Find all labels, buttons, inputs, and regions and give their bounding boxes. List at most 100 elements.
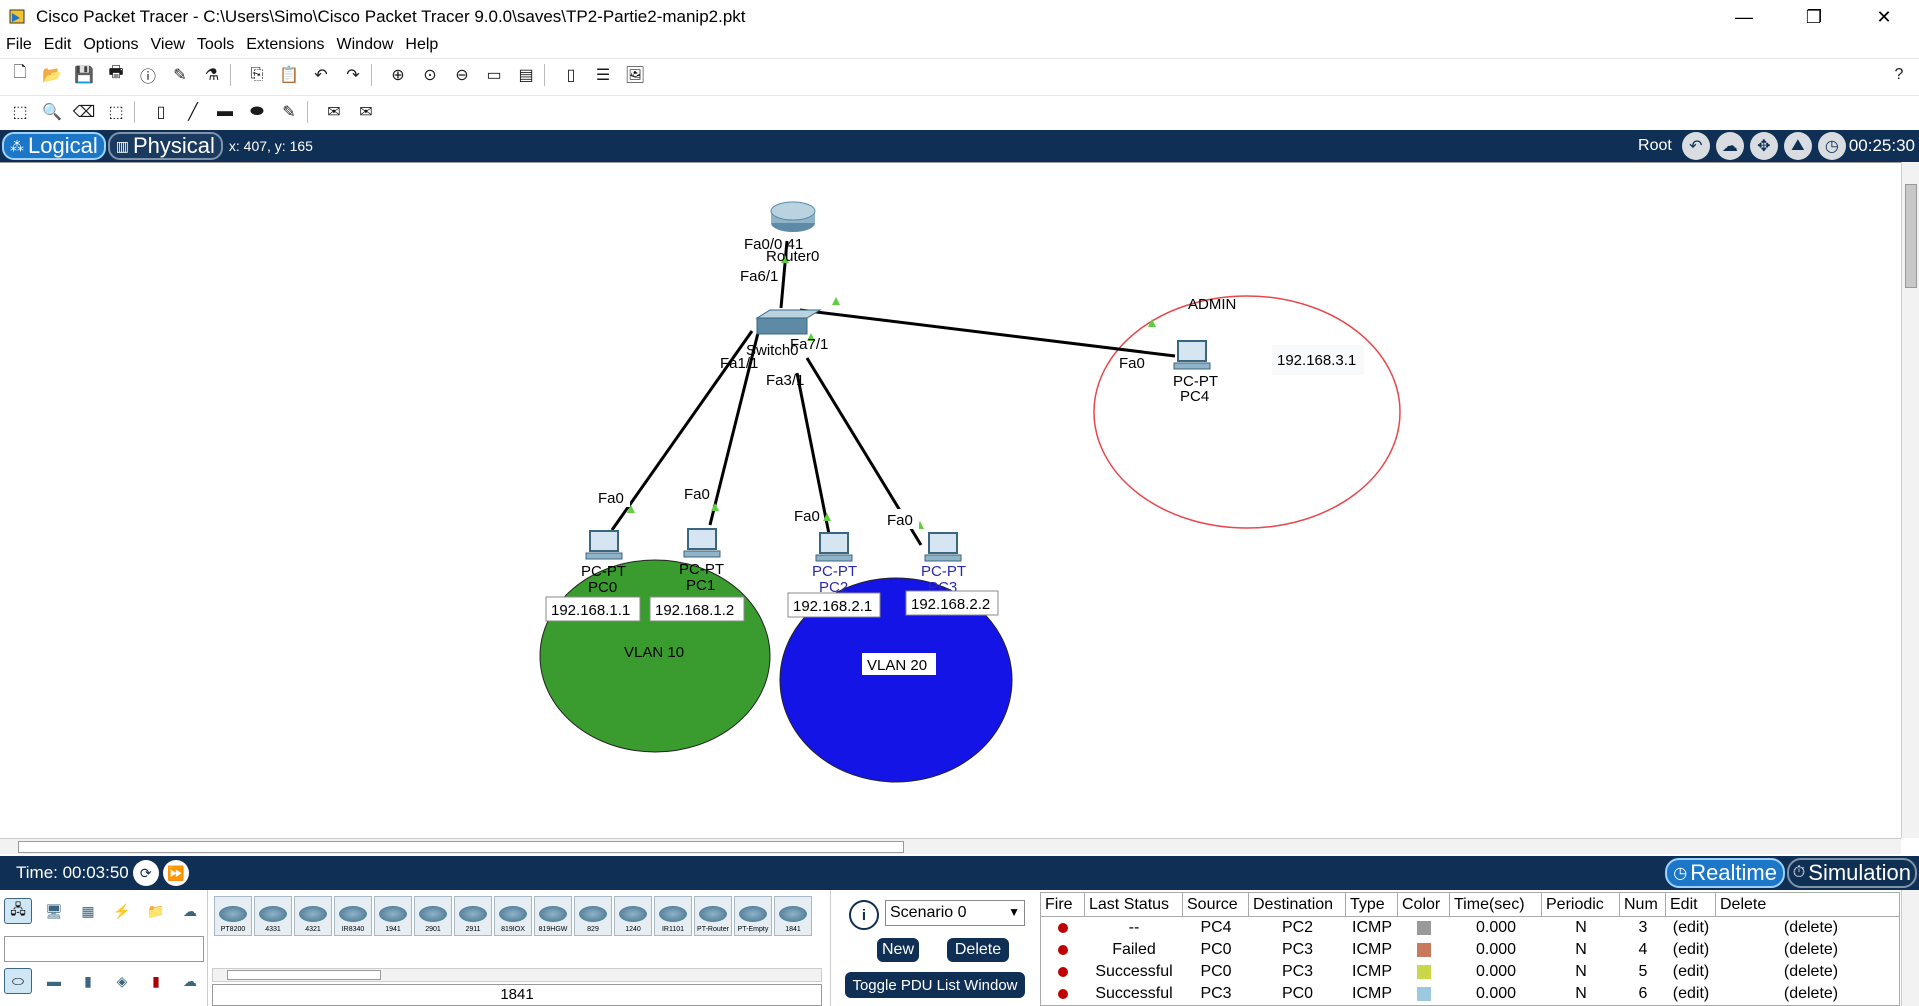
topology-canvas[interactable]: Fa0/0 41 Router0 Fa6/1 Switch0 Fa7/1 Fa1…	[0, 163, 1900, 839]
pc3-device[interactable]: Fa0 PC-PT PC3 192.168.2.2	[883, 509, 999, 616]
device-model-ir8340[interactable]: IR8340	[334, 896, 372, 936]
fire-icon[interactable]	[1041, 961, 1085, 983]
col-periodic[interactable]: Periodic	[1542, 893, 1620, 916]
toggle-pdu-list-button[interactable]: Toggle PDU List Window	[845, 972, 1025, 998]
menu-help[interactable]: Help	[405, 36, 439, 53]
freeform-icon[interactable]: ✎	[282, 103, 296, 121]
device-model-2911[interactable]: 2911	[454, 896, 492, 936]
col-time[interactable]: Time(sec)	[1450, 893, 1542, 916]
multiuser-icon[interactable]: ☁	[183, 902, 197, 919]
link-router-switch[interactable]	[779, 240, 789, 309]
workspace-horizontal-scrollbar[interactable]	[0, 838, 1901, 854]
col-type[interactable]: Type	[1346, 893, 1398, 916]
new-cluster-icon[interactable]: ☁	[1715, 132, 1744, 160]
row-delete-link[interactable]: (delete)	[1783, 919, 1839, 936]
routers-icon[interactable]: ⬭	[4, 968, 32, 994]
fast-forward-time-icon[interactable]: ⏩	[162, 860, 189, 886]
fire-icon[interactable]	[1041, 939, 1085, 961]
undo-icon[interactable]: ↶	[314, 66, 328, 84]
row-delete-link[interactable]: (delete)	[1783, 985, 1839, 1002]
draw-rectangle-icon[interactable]: ▬	[217, 102, 233, 120]
new-scenario-button[interactable]: New	[877, 938, 919, 962]
miscellaneous-icon[interactable]: 📁	[147, 902, 165, 919]
connections-icon[interactable]: ⚡	[113, 902, 131, 919]
physical-tab[interactable]: ▥ Physical	[107, 132, 223, 160]
network-devices-icon[interactable]: 🖧	[4, 898, 32, 924]
device-model-pt8200[interactable]: PT8200	[214, 896, 252, 936]
viewport-clock-icon[interactable]: ◷	[1817, 132, 1846, 160]
back-icon[interactable]: ↶	[1681, 132, 1710, 160]
device-model-1240[interactable]: 1240	[614, 896, 652, 936]
row-edit-link[interactable]: (edit)	[1672, 985, 1710, 1002]
activity-wizard-icon[interactable]: ✎	[173, 66, 187, 84]
close-button[interactable]: ✕	[1876, 6, 1892, 27]
simulation-mode-button[interactable]: ⏱ Simulation	[1786, 858, 1917, 888]
col-source[interactable]: Source	[1183, 893, 1249, 916]
paste-icon[interactable]: 📋	[279, 66, 299, 84]
device-list-scroll-thumb[interactable]	[227, 970, 381, 980]
scenario-select[interactable]: Scenario 0 ▼	[885, 900, 1025, 926]
logical-tab[interactable]: ⁂ Logical	[2, 132, 106, 160]
fire-icon[interactable]	[1041, 917, 1085, 939]
pc2-device[interactable]: Fa0 PC-PT PC2 192.168.2.1	[787, 508, 881, 618]
menu-window[interactable]: Window	[336, 36, 394, 53]
horizontal-scroll-thumb[interactable]	[18, 841, 904, 853]
col-destination[interactable]: Destination	[1249, 893, 1346, 916]
link-switch-pc4[interactable]	[799, 308, 1176, 358]
help-icon[interactable]: ?	[1894, 65, 1904, 83]
print-icon[interactable]: 🖶	[108, 64, 124, 81]
fire-icon[interactable]	[1041, 983, 1085, 1005]
new-file-icon[interactable]: 🗋	[13, 64, 27, 81]
menu-edit[interactable]: Edit	[43, 36, 72, 53]
redo-icon[interactable]: ↷	[346, 66, 360, 84]
screenshot-icon[interactable]: 🖼	[624, 66, 646, 84]
device-model-829[interactable]: 829	[574, 896, 612, 936]
row-edit-link[interactable]: (edit)	[1672, 963, 1710, 980]
device-list-scrollbar[interactable]	[212, 968, 822, 982]
info-icon[interactable]: ⓘ	[139, 68, 156, 86]
wan-emulation-icon[interactable]: ☁	[183, 972, 197, 989]
device-model-pt-router[interactable]: PT-Router	[694, 896, 732, 936]
workspace-vertical-scrollbar[interactable]	[1901, 162, 1919, 838]
device-model-819hgw[interactable]: 819HGW	[534, 896, 572, 936]
pc1-device[interactable]: Fa0 PC-PT PC1 192.168.1.2	[649, 486, 745, 622]
device-model-1841[interactable]: 1841	[774, 896, 812, 936]
link-switch-pc2[interactable]	[795, 372, 832, 540]
device-model-pt-empty[interactable]: PT-Empty	[734, 896, 772, 936]
device-model-4321[interactable]: 4321	[294, 896, 332, 936]
inspect-icon[interactable]: 🔍	[42, 103, 62, 121]
pc4-device[interactable]: Fa0 PC-PT PC4 192.168.3.1	[1119, 340, 1364, 405]
vertical-scroll-thumb[interactable]	[1905, 184, 1917, 288]
components-icon[interactable]: ▦	[81, 902, 95, 919]
pdu-row[interactable]: -- PC4 PC2 ICMP 0.000 N 3 (edit) (delete…	[1041, 917, 1899, 939]
draw-line-icon[interactable]: ╱	[188, 103, 198, 121]
menu-options[interactable]: Options	[83, 36, 139, 53]
resize-shape-icon[interactable]: ⬚	[108, 103, 124, 121]
device-model-819iox[interactable]: 819IOX	[494, 896, 532, 936]
switches-icon[interactable]: ▬	[47, 973, 61, 989]
col-edit[interactable]: Edit	[1666, 893, 1716, 916]
col-color[interactable]: Color	[1398, 893, 1450, 916]
copy-icon[interactable]: ⎘	[250, 65, 264, 83]
device-model-1941[interactable]: 1941	[374, 896, 412, 936]
move-object-icon[interactable]: ✥	[1749, 132, 1778, 160]
row-edit-link[interactable]: (edit)	[1672, 941, 1710, 958]
col-delete[interactable]: Delete	[1716, 893, 1899, 916]
zoom-in-icon[interactable]: ⊕	[391, 66, 405, 84]
security-icon[interactable]: ▮	[152, 972, 160, 989]
add-complex-pdu-icon[interactable]: ✉	[359, 103, 373, 121]
scenario-info-icon[interactable]: i	[849, 900, 879, 930]
pc0-device[interactable]: Fa0 PC-PT PC0 192.168.1.1	[545, 487, 641, 622]
row-delete-link[interactable]: (delete)	[1783, 941, 1839, 958]
menu-extensions[interactable]: Extensions	[246, 36, 325, 53]
col-num[interactable]: Num	[1620, 893, 1666, 916]
place-note-icon[interactable]: ▯	[156, 103, 166, 121]
menu-file[interactable]: File	[6, 36, 32, 53]
minimize-button[interactable]: —	[1735, 6, 1753, 27]
maximize-button[interactable]: ❐	[1805, 6, 1823, 27]
device-model-2901[interactable]: 2901	[414, 896, 452, 936]
open-folder-icon[interactable]: 📂	[42, 66, 62, 84]
router0-device[interactable]: Fa0/0 41 Router0 Fa6/1	[740, 201, 819, 285]
add-simple-pdu-icon[interactable]: ✉	[327, 103, 341, 121]
zoom-out-icon[interactable]: ⊖	[455, 66, 469, 84]
